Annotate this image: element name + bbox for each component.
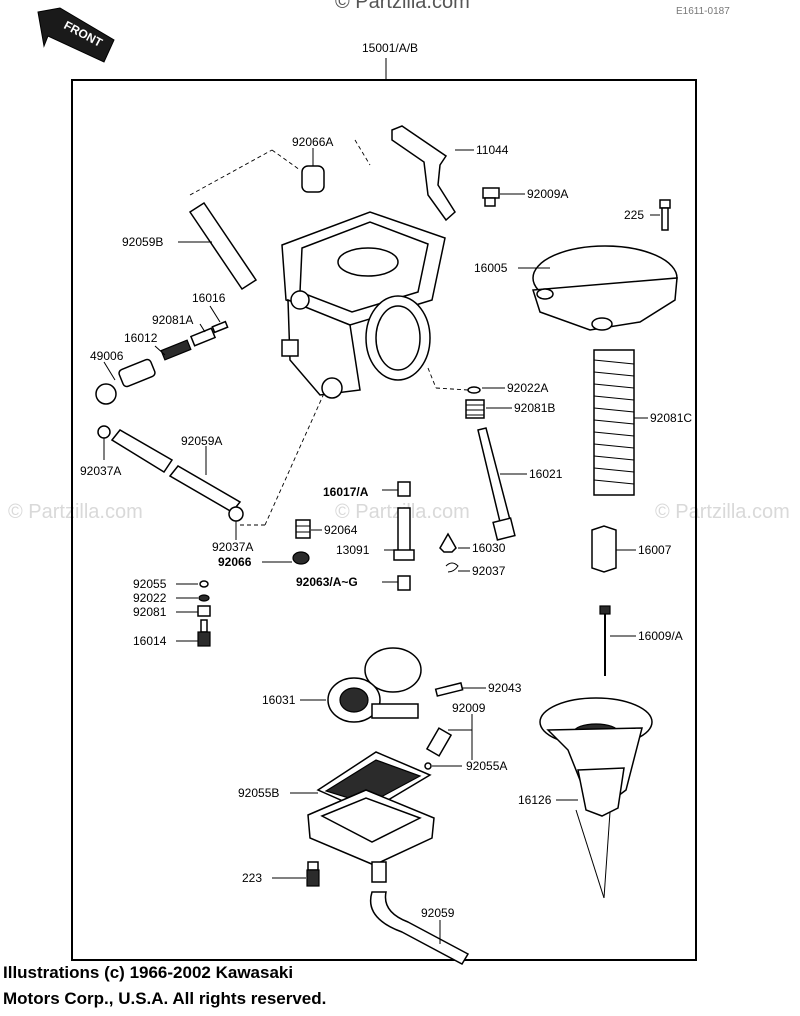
part-92059 — [369, 891, 470, 965]
label-92037A-top: 92037A — [80, 464, 121, 478]
label-16014: 16014 — [133, 634, 167, 648]
label-92037A-bottom: 92037A — [212, 540, 253, 554]
carburetor-body — [281, 211, 446, 399]
copyright-line-2: Motors Corp., U.S.A. All rights reserved… — [3, 989, 327, 1008]
label-49006: 49006 — [90, 349, 124, 363]
part-223 — [306, 861, 320, 887]
part-92064 — [295, 519, 311, 539]
part-16017 — [397, 481, 411, 497]
part-16007 — [591, 525, 617, 573]
part-16030 — [439, 532, 457, 553]
part-92066 — [292, 551, 310, 565]
label-225: 225 — [624, 208, 644, 222]
label-92022A: 92022A — [507, 381, 548, 395]
copyright-notice: Illustrations (c) 1966-2002 Kawasaki Mot… — [3, 960, 326, 1012]
part-16014 — [197, 619, 211, 647]
part-92081B — [465, 399, 485, 419]
front-arrow-icon: FRONT — [37, 7, 115, 63]
part-92009A — [482, 187, 500, 207]
part-92037A-top — [97, 425, 111, 439]
label-92022: 92022 — [133, 591, 167, 605]
part-92081C — [593, 349, 635, 496]
watermark-top: © Partzilla.com — [335, 0, 470, 13]
label-16009: 16009/A — [638, 629, 683, 643]
part-92059B — [188, 201, 258, 291]
label-16007: 16007 — [638, 543, 672, 557]
assembly-frame — [71, 79, 697, 961]
part-49006 — [95, 358, 156, 405]
label-13091: 13091 — [336, 543, 370, 557]
label-16017: 16017/A — [323, 485, 369, 499]
label-223: 223 — [242, 871, 262, 885]
part-13091 — [393, 507, 415, 561]
label-92081B: 92081B — [514, 401, 555, 415]
label-92009A: 92009A — [527, 187, 568, 201]
label-92059A: 92059A — [181, 434, 222, 448]
part-16016 — [211, 320, 229, 334]
float-bowl — [307, 789, 435, 883]
watermark-right: © Partzilla.com — [655, 501, 790, 523]
label-92066A: 92066A — [292, 135, 333, 149]
part-92009 — [425, 727, 453, 757]
label-16030: 16030 — [472, 541, 506, 555]
part-92037 — [445, 562, 459, 573]
part-16021 — [477, 427, 516, 541]
label-16031: 16031 — [262, 693, 296, 707]
part-16009 — [599, 605, 611, 676]
label-92081C: 92081C — [650, 411, 692, 425]
label-92055B: 92055B — [238, 786, 279, 800]
label-92063: 92063/A~G — [296, 575, 358, 589]
part-92022 — [198, 594, 210, 602]
label-92055: 92055 — [133, 577, 167, 591]
label-92064: 92064 — [324, 523, 358, 537]
label-16005: 16005 — [474, 261, 508, 275]
part-225 — [659, 199, 671, 231]
part-11044 — [391, 125, 456, 222]
label-92081A: 92081A — [152, 313, 193, 327]
label-11044: 11044 — [476, 143, 509, 157]
label-92009: 92009 — [452, 701, 486, 715]
label-16021: 16021 — [529, 467, 563, 481]
label-16012: 16012 — [124, 331, 158, 345]
part-92043 — [434, 682, 464, 697]
label-92066: 92066 — [218, 555, 252, 569]
label-16016: 16016 — [192, 291, 226, 305]
part-92055 — [199, 580, 209, 588]
part-92037A-bottom — [228, 506, 244, 522]
label-16126: 16126 — [518, 793, 552, 807]
drawing-code: E1611-0187 — [676, 6, 730, 17]
assembly-label: 15001/A/B — [362, 41, 418, 55]
label-92043: 92043 — [488, 681, 522, 695]
watermark-left: © Partzilla.com — [8, 501, 143, 523]
part-16031 — [327, 647, 422, 723]
part-16126 — [539, 697, 653, 817]
part-92063 — [397, 575, 411, 591]
label-92059B: 92059B — [122, 235, 163, 249]
part-92022A — [467, 386, 481, 394]
part-92081 — [197, 605, 211, 617]
part-16012 — [160, 339, 192, 361]
part-92066A — [301, 165, 325, 193]
part-92081A — [189, 327, 217, 347]
part-92055A — [424, 762, 432, 770]
copyright-line-1: Illustrations (c) 1966-2002 Kawasaki — [3, 963, 294, 982]
label-92037: 92037 — [472, 564, 506, 578]
part-16005 — [532, 245, 678, 331]
label-92059: 92059 — [421, 906, 455, 920]
label-92081: 92081 — [133, 605, 167, 619]
part-92059A — [110, 429, 242, 513]
label-92055A: 92055A — [466, 759, 507, 773]
